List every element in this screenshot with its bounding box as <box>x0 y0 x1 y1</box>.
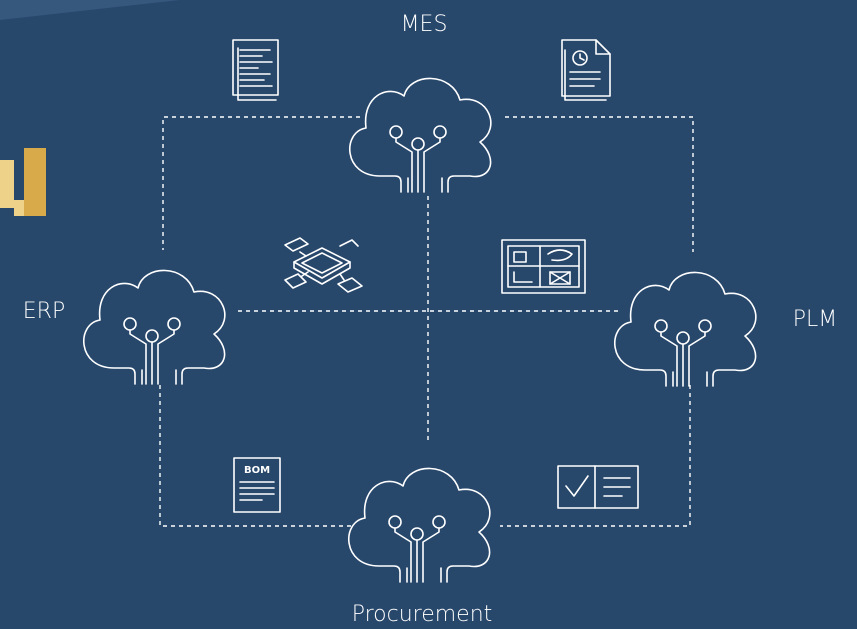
mes-cloud-icon <box>348 77 492 193</box>
mes-plm-connector <box>505 116 694 252</box>
plm-cloud-icon <box>613 271 757 387</box>
mes-label: MES <box>401 12 448 37</box>
procurement-cloud-icon <box>347 467 491 583</box>
document-icon <box>232 39 279 101</box>
chip-package-icon <box>284 237 363 293</box>
plm-procurement-connector <box>500 385 691 527</box>
gold-logo-fragment <box>0 148 46 216</box>
checklist-icon <box>557 465 639 509</box>
erp-label: ERP <box>23 299 65 324</box>
dashed-connections <box>159 116 694 527</box>
bom-label: BOM <box>244 465 270 476</box>
cad-drawing-icon <box>501 239 586 294</box>
erp-cloud-icon <box>82 269 226 385</box>
bom-document-icon: BOM <box>233 457 281 513</box>
mes-erp-connector <box>162 116 360 250</box>
procurement-label: Procurement <box>352 602 493 627</box>
edge-highlight <box>0 0 180 20</box>
spec-sheet-icon <box>561 39 611 101</box>
plm-label: PLM <box>793 307 838 332</box>
erp-procurement-connector <box>159 385 354 527</box>
